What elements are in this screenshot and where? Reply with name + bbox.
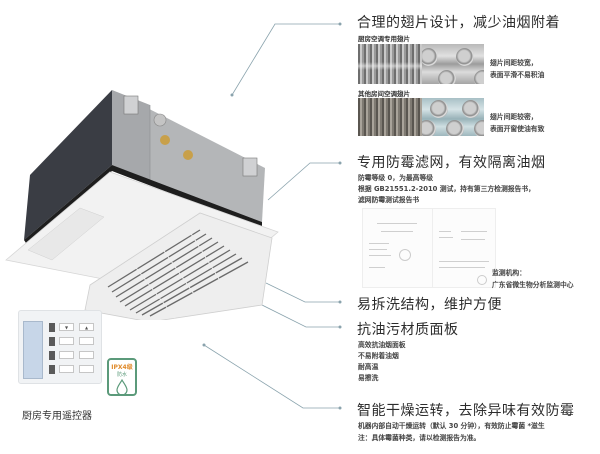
test-report-document-1 — [362, 208, 434, 288]
filter-line-3: 滤网防霉测试报告书 — [358, 196, 420, 204]
kitchen-fin-note-1: 翅片间距较宽， — [490, 59, 538, 67]
agency-name: 广东省微生物分析监测中心 — [492, 281, 574, 289]
remote-caption: 厨房专用遥控器 — [22, 411, 92, 422]
remote-controller-image: ▼ ▲ — [18, 310, 102, 384]
panel-line-2: 不易附着油烟 — [358, 352, 399, 360]
remote-lcd — [23, 321, 43, 379]
waterproof-label: 防水 — [116, 372, 127, 378]
ipx4-waterproof-badge: IPX4级 防水 — [107, 358, 137, 396]
water-drop-icon — [116, 378, 128, 396]
kitchen-fin-side-image — [358, 44, 422, 84]
feature-title-easy-clean: 易拆洗结构，维护方便 — [357, 297, 502, 313]
dry-line-1: 机器内部自动干燥运转（默认 30 分钟），有效防止霉菌 *滋生 — [358, 422, 545, 430]
filter-line-2: 根据 GB21551.2-2010 测试，持有第三方检测报告书， — [358, 185, 535, 193]
panel-line-1: 高效抗油烟面板 — [358, 341, 406, 349]
ipx4-label: IPX4级 — [111, 364, 133, 371]
other-fin-note-1: 翅片间距较密， — [490, 113, 538, 121]
feature-title-filter: 专用防霉滤网，有效隔离油烟 — [357, 155, 546, 171]
kitchen-fin-note-2: 表面平滑不易积油 — [490, 71, 545, 79]
feature-title-fin-design: 合理的翅片设计，减少油烟附着 — [357, 15, 560, 31]
feature-title-anti-oil-panel: 抗油污材质面板 — [357, 322, 459, 338]
feature-title-smart-dry: 智能干燥运转，去除异味有效防霉 — [357, 403, 575, 419]
agency-label: 监测机构： — [492, 269, 526, 277]
fin-label-other: 其他房间空调翅片 — [358, 90, 410, 98]
other-fin-note-2: 表面开窗使油有致 — [490, 125, 545, 133]
other-fin-side-image — [358, 98, 422, 136]
fin-label-kitchen: 厨房空调专用翅片 — [358, 35, 410, 43]
dry-line-2: 注：具体霉菌种类，请以检测报告为准。 — [358, 434, 481, 442]
filter-line-1: 防霉等级 0，为最高等级 — [358, 174, 434, 182]
kitchen-fin-front-image — [422, 44, 484, 84]
cassette-ac-unit-image — [5, 90, 279, 320]
panel-line-4: 易擦洗 — [358, 374, 379, 382]
panel-line-3: 耐高温 — [358, 363, 379, 371]
other-fin-front-image — [422, 98, 484, 136]
test-report-document-2 — [432, 208, 496, 288]
